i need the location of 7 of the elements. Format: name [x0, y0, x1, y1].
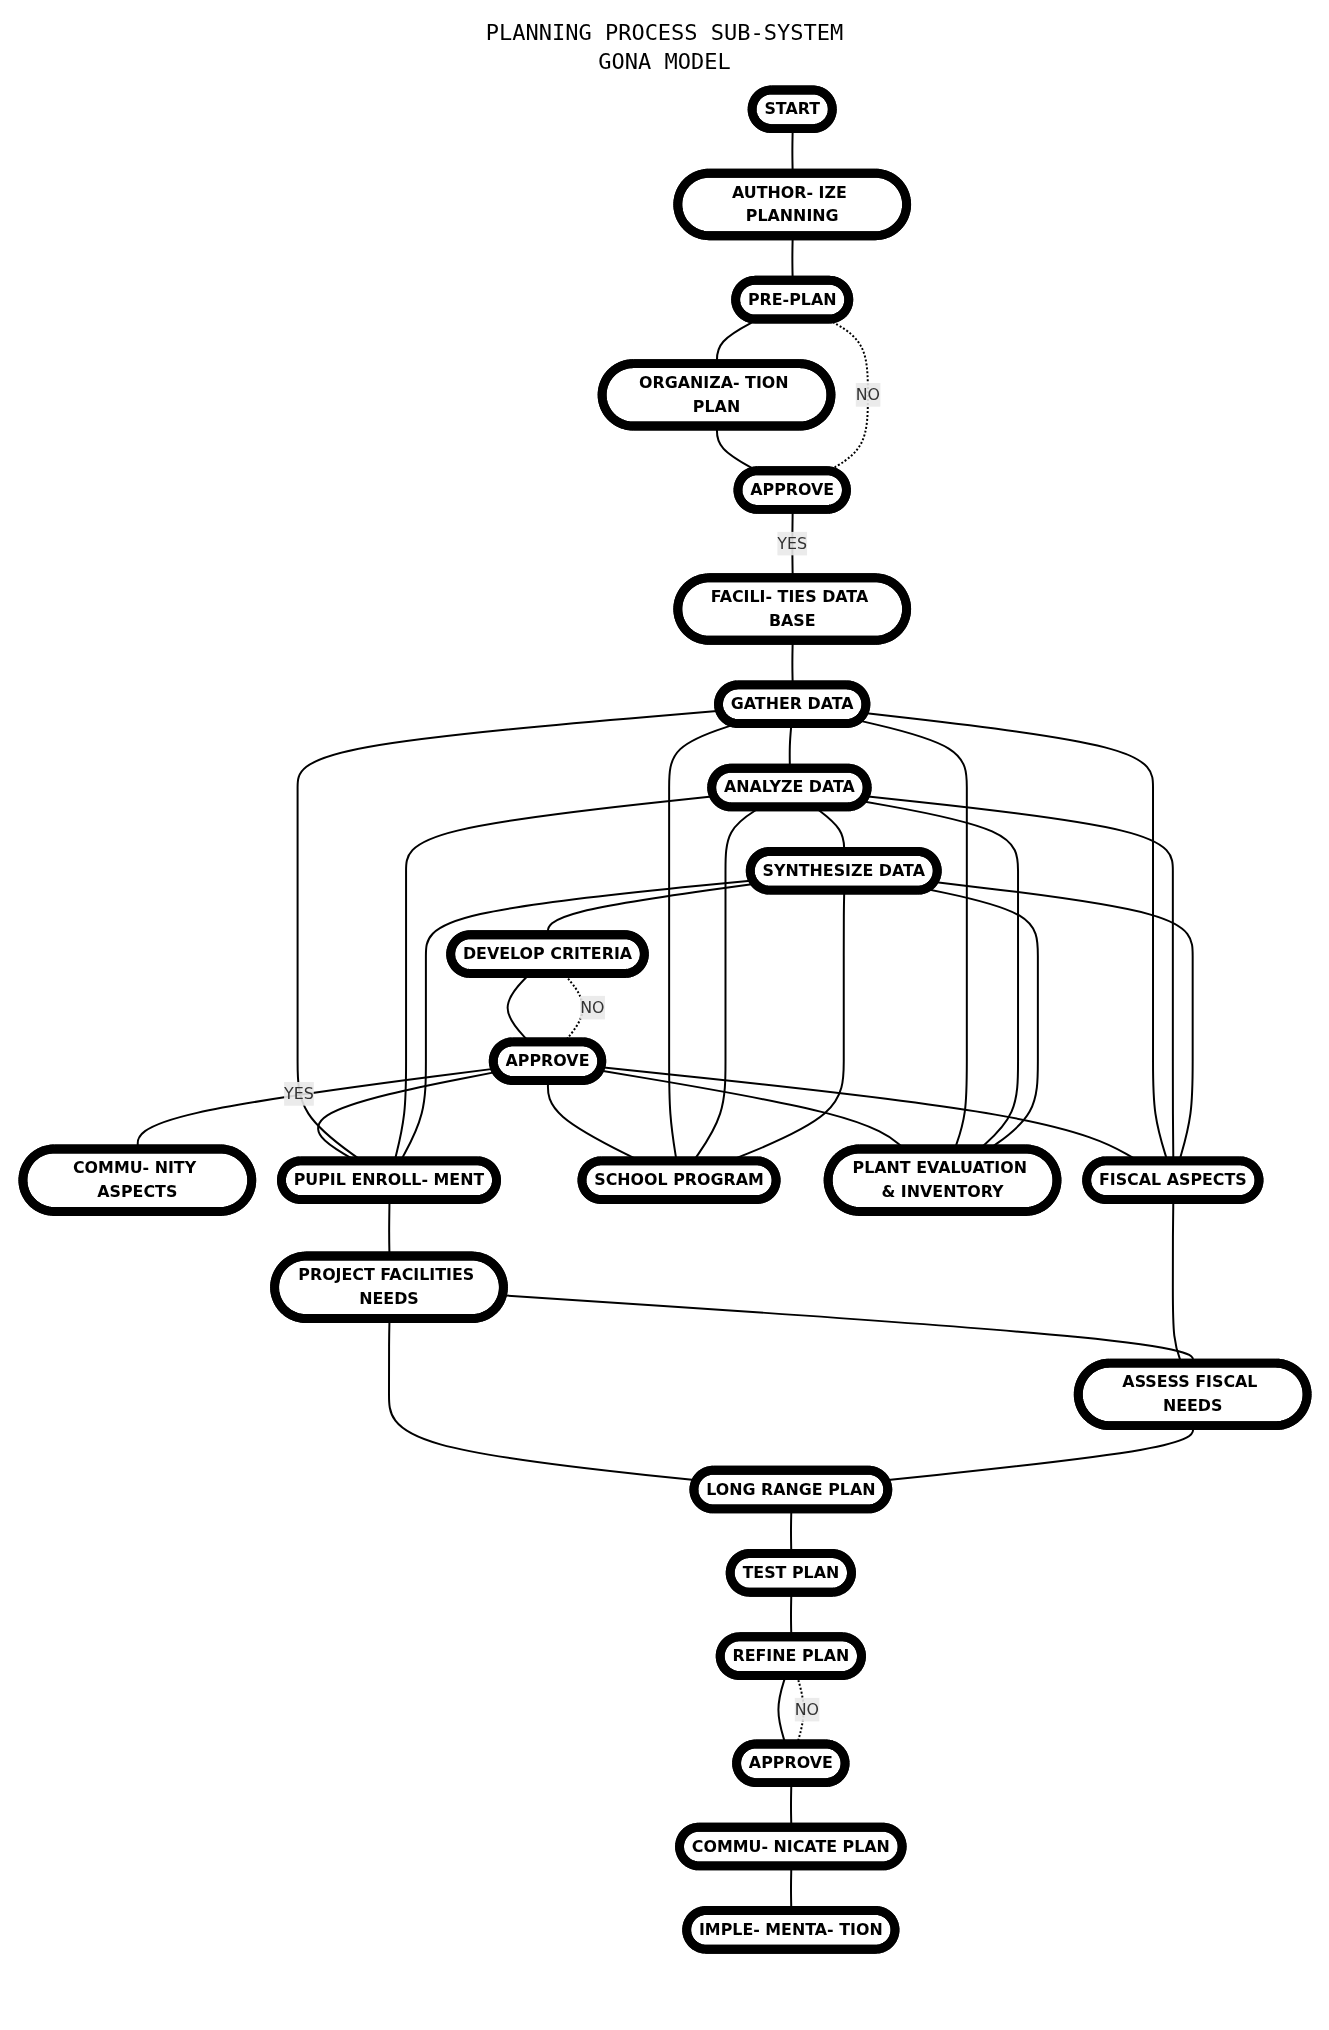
edge-label: NO: [579, 997, 604, 1017]
diagram-title: PLANNING PROCESS SUB-SYSTEM: [484, 20, 845, 45]
edge-label: YES: [283, 1083, 314, 1103]
edge-label: NO: [794, 1699, 819, 1719]
edge-label: NO: [855, 384, 880, 404]
edge-label: YES: [776, 533, 807, 553]
subtitle-label: GONA MODEL: [597, 49, 732, 74]
